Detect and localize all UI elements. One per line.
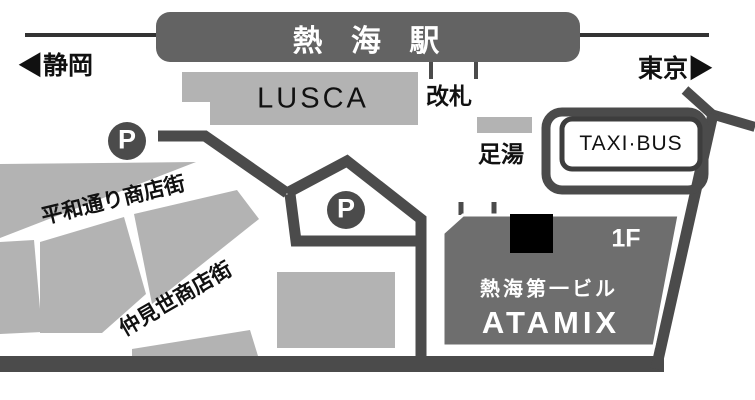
direction-west: ◀静岡	[18, 46, 93, 82]
lusca-label: LUSCA	[257, 82, 369, 115]
ticket-gate-ticks	[429, 62, 478, 79]
direction-east: 東京▶	[638, 49, 713, 85]
taxi-bus-box	[559, 116, 703, 172]
direction-west-label: 静岡	[43, 52, 94, 80]
road-right-stem	[681, 86, 718, 120]
road-station-front	[158, 130, 291, 198]
city-block-f	[277, 272, 395, 348]
city-block-b	[0, 240, 42, 334]
taxi-bus-loop-road	[541, 107, 709, 195]
parking-label-1: P	[117, 124, 137, 155]
atamix-building	[441, 213, 681, 348]
floor-label: 1F	[611, 224, 641, 253]
city-block-d	[134, 190, 259, 304]
city-block-a	[0, 162, 196, 238]
road-right-branch	[709, 109, 755, 132]
building-name-jp: 熱海第一ビル	[480, 278, 618, 301]
parking-icon-1	[108, 122, 146, 160]
foot-bath-label: 足湯	[478, 141, 524, 167]
taxi-bus-label: TAXI·BUS	[579, 132, 683, 155]
parking-icon-2	[327, 191, 365, 229]
city-block-e	[132, 330, 258, 356]
station-name: 熱 海 駅	[292, 25, 450, 58]
east-arrow-icon: ▶	[688, 55, 714, 83]
ticket-gate-label: 改札	[426, 83, 472, 109]
road-pentagon-bottom	[284, 193, 420, 247]
building-name-en: ATAMIX	[481, 305, 621, 340]
west-arrow-icon: ◀	[18, 52, 44, 80]
shop-location-marker	[510, 214, 553, 253]
direction-east-label: 東京	[638, 55, 689, 83]
parking-label-2: P	[336, 193, 356, 224]
road-pentagon-and-vertical	[284, 154, 427, 366]
building-entrance-ticks	[458, 202, 497, 215]
foot-bath-shape	[477, 117, 532, 133]
city-block-c	[40, 217, 146, 333]
lusca-building-shape	[182, 72, 418, 125]
station-box	[156, 12, 580, 62]
